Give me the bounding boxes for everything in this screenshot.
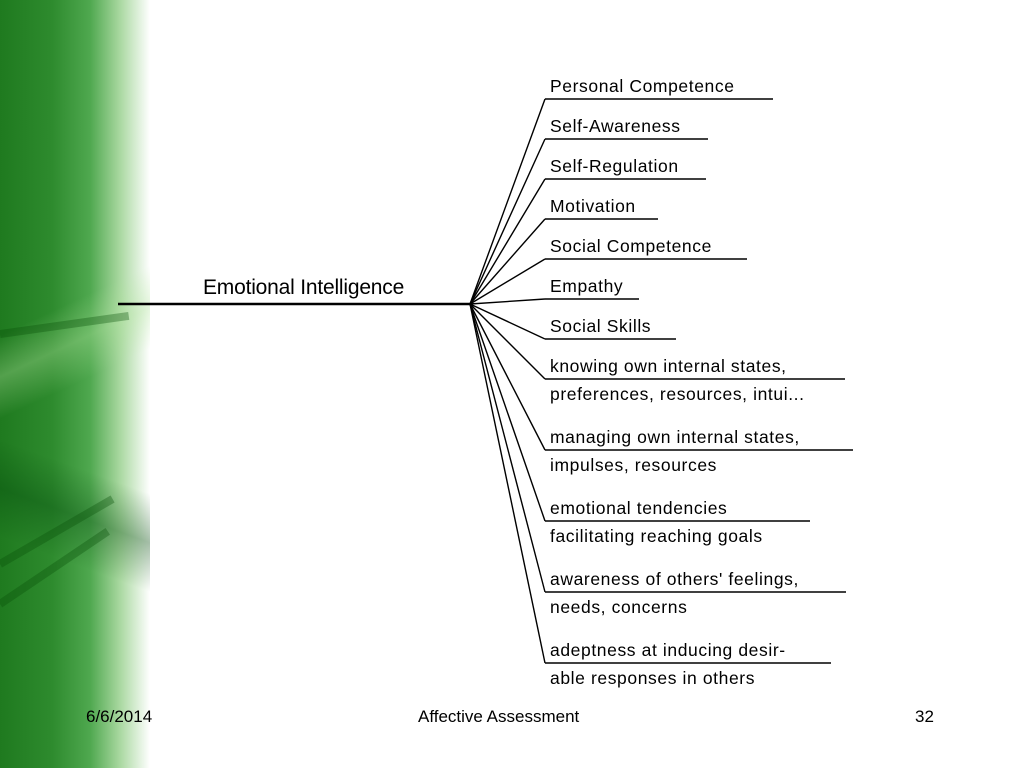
branch-connector	[469, 303, 546, 340]
footer-date: 6/6/2014	[86, 707, 153, 726]
branch-label-line: managing own internal states,	[550, 427, 800, 447]
branch-connector	[469, 303, 546, 451]
branch-label-line: emotional tendencies	[550, 498, 728, 518]
branch-connector	[469, 138, 546, 305]
branch-connector	[469, 303, 546, 593]
branch-label-line: impulses, resources	[550, 455, 718, 475]
branch-label-line: preferences, resources, intui...	[550, 384, 805, 404]
branch-node: Self-Regulation	[550, 152, 679, 180]
branch-label-line: Social Competence	[550, 236, 712, 256]
branch-label-line: facilitating reaching goals	[550, 526, 763, 546]
branch-label-line: Personal Competence	[550, 76, 735, 96]
branch-label-line: able responses in others	[550, 668, 756, 688]
branch-label-line: Self-Regulation	[550, 156, 679, 176]
decorative-green-band	[0, 0, 150, 768]
branch-node: Personal Competence	[550, 72, 735, 100]
branch-connector	[469, 298, 546, 305]
branch-label-line: Empathy	[550, 276, 624, 296]
branch-label-line: adeptness at inducing desir-	[550, 640, 786, 660]
branch-label-line: Self-Awareness	[550, 116, 681, 136]
footer-page-number: 32	[915, 707, 934, 726]
branch-connector	[469, 98, 546, 305]
branch-node: Empathy	[550, 272, 623, 300]
branch-node: emotional tendencies facilitating reachin…	[550, 494, 763, 550]
branch-connector	[469, 303, 546, 664]
branch-connector	[469, 178, 546, 305]
root-node-label: Emotional Intelligence	[203, 276, 405, 299]
footer-title: Affective Assessment	[418, 707, 580, 726]
branch-node: knowing own internal states, preferences,…	[550, 352, 805, 408]
branch-connector	[469, 303, 546, 380]
branch-connector	[469, 218, 546, 305]
branch-node: awareness of others' feelings, needs, con…	[550, 565, 799, 621]
branch-connector	[469, 303, 546, 522]
branch-node: Social Competence	[550, 232, 712, 260]
branch-node: Social Skills	[550, 312, 651, 340]
branch-label-line: needs, concerns	[550, 597, 688, 617]
branch-label-line: knowing own internal states,	[550, 356, 787, 376]
branch-connector	[469, 258, 546, 305]
branch-node: managing own internal states, impulses, r…	[550, 423, 800, 479]
branch-label-line: Motivation	[550, 196, 636, 216]
branch-label-line: Social Skills	[550, 316, 652, 336]
branch-label-line: awareness of others' feelings,	[550, 569, 799, 589]
branch-node: adeptness at inducing desir-able respons…	[550, 636, 786, 692]
branch-node: Self-Awareness	[550, 112, 681, 140]
branch-node: Motivation	[550, 192, 636, 220]
